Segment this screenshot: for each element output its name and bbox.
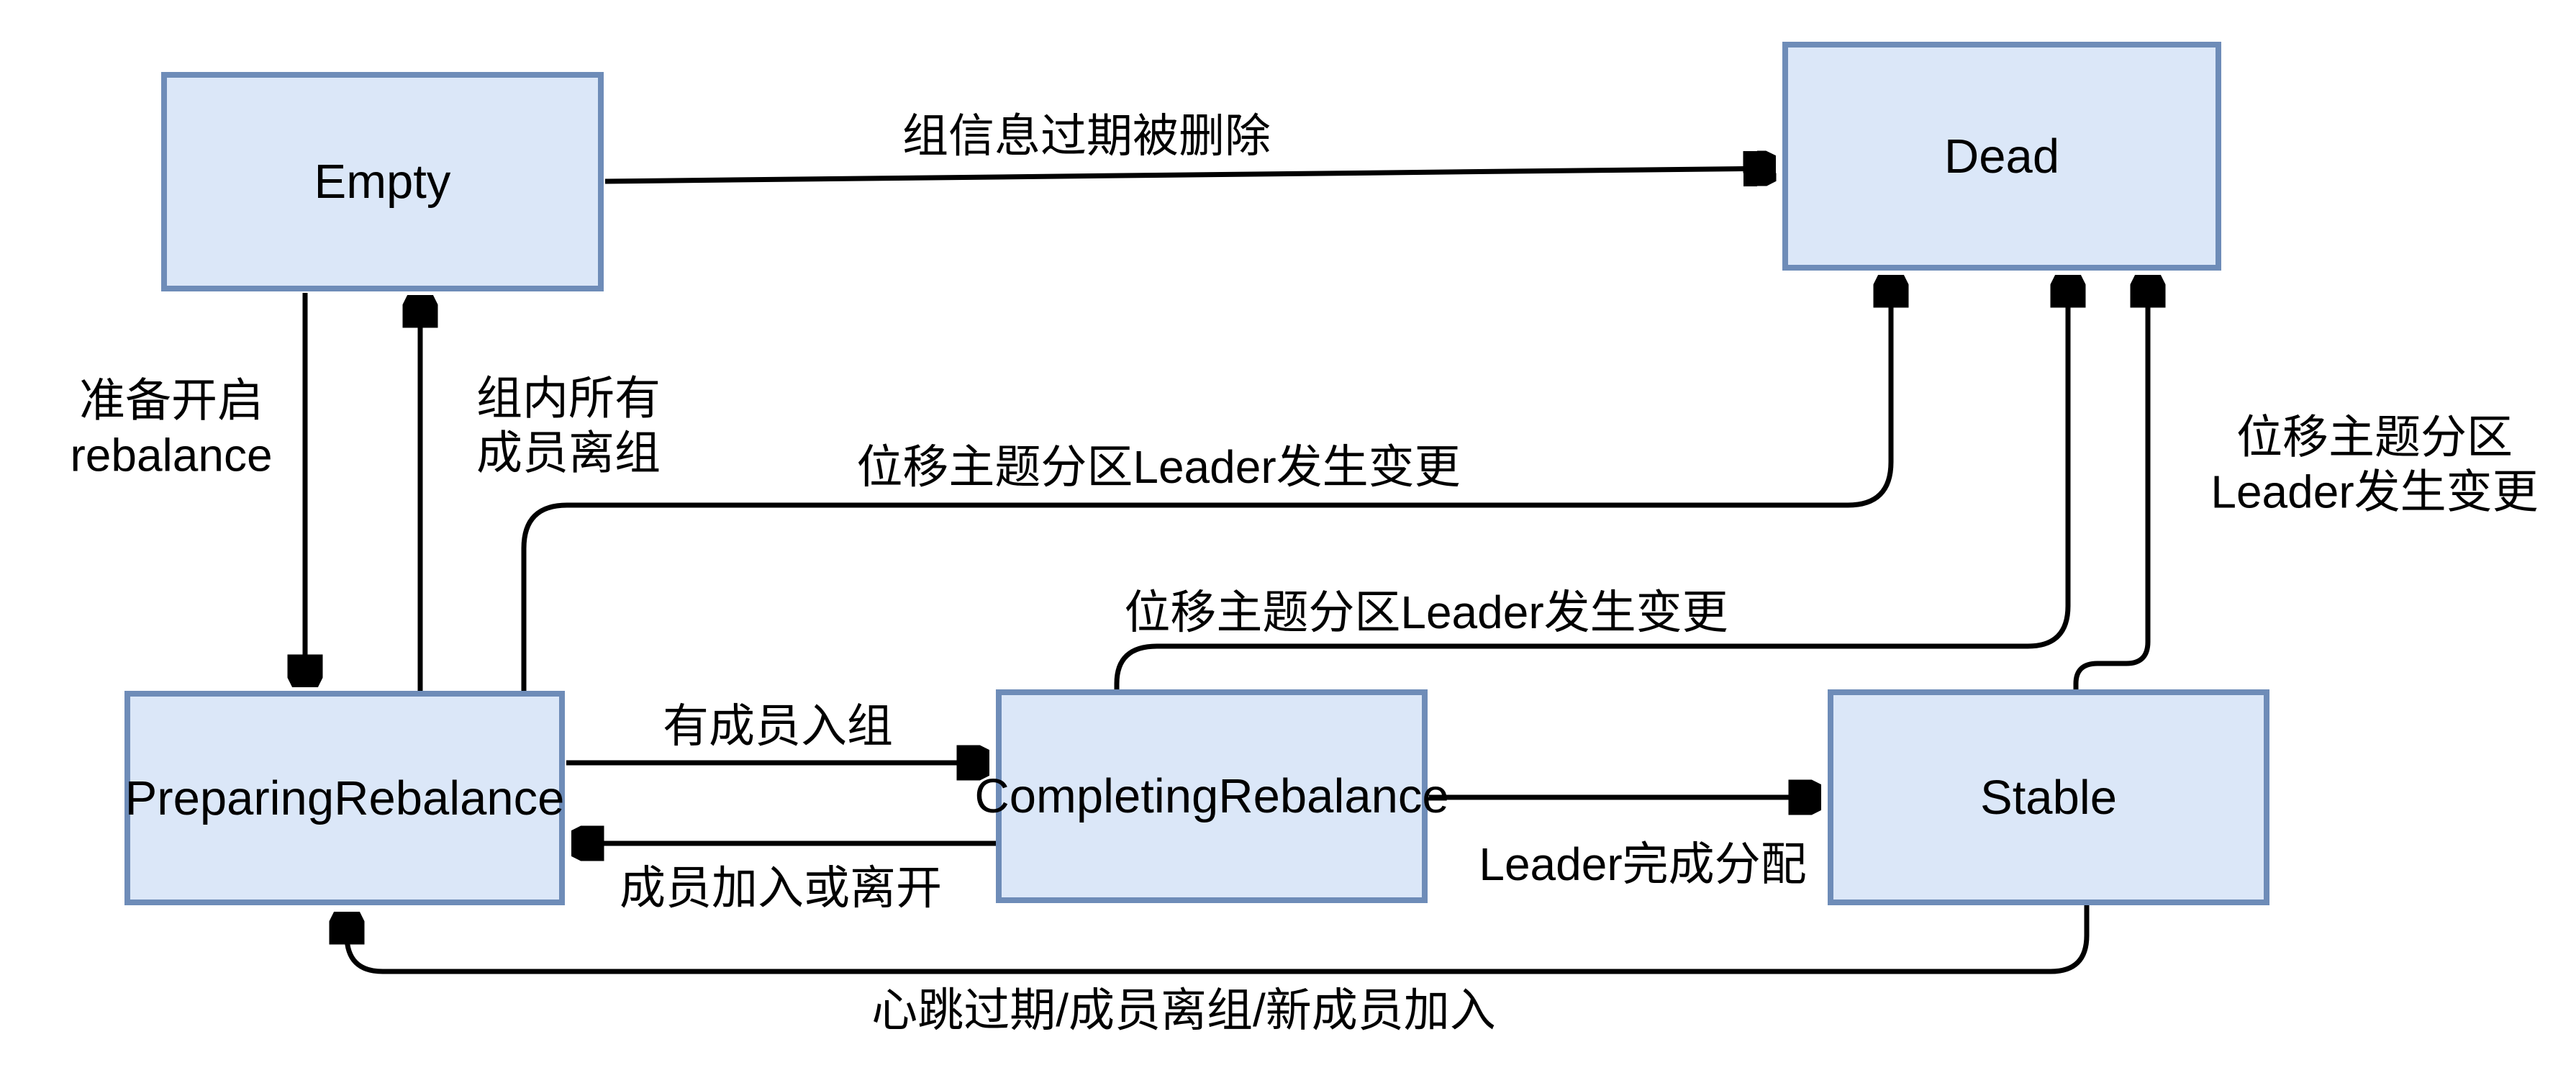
edge-label-stable-to-dead: 位移主题分区 Leader发生变更 — [2210, 410, 2538, 519]
state-node-completing-rebalance: CompletingRebalance — [974, 689, 1449, 903]
edge-label-completing-to-preparing: 成员加入或离开 — [620, 862, 942, 915]
edge-label-preparing-to-empty-line1: 组内所有 — [476, 372, 661, 425]
edge-stable-to-dead-line — [2073, 277, 2148, 689]
state-label-completing-rebalance: CompletingRebalance — [974, 769, 1449, 823]
edge-label-stable-to-dead-line1: 位移主题分区 — [2236, 411, 2513, 463]
state-label-stable: Stable — [1980, 770, 2117, 825]
edge-label-empty-to-preparing-line2: rebalance — [70, 429, 273, 481]
edge-completing-to-dead-line — [1114, 277, 2068, 689]
state-label-dead: Dead — [1944, 129, 2060, 183]
edge-preparing-to-dead-line — [521, 277, 1891, 691]
edge-label-empty-to-dead: 组信息过期被删除 — [902, 110, 1271, 163]
state-node-empty: Empty — [161, 72, 604, 291]
state-node-stable: Stable — [1828, 689, 2269, 905]
edge-label-stable-to-preparing: 心跳过期/成员离组/新成员加入 — [871, 984, 1496, 1037]
state-node-dead: Dead — [1782, 42, 2221, 271]
edge-label-empty-to-preparing: 准备开启 rebalance — [70, 373, 272, 482]
edge-label-preparing-to-empty-line2: 成员离组 — [476, 427, 661, 479]
state-label-empty: Empty — [314, 155, 451, 209]
edge-label-preparing-to-completing: 有成员入组 — [663, 700, 893, 753]
edge-label-stable-to-dead-line2: Leader发生变更 — [2210, 466, 2539, 517]
state-node-preparing-rebalance: PreparingRebalance — [124, 691, 565, 905]
state-label-preparing-rebalance: PreparingRebalance — [124, 771, 565, 825]
edge-label-empty-to-preparing-line1: 准备开启 — [79, 374, 263, 427]
edge-stable-to-preparing-line — [347, 905, 2090, 974]
edge-label-preparing-to-empty: 组内所有 成员离组 — [476, 371, 661, 480]
edge-empty-to-dead-line — [604, 168, 1774, 181]
edge-label-completing-to-stable: Leader完成分配 — [1479, 838, 1807, 891]
edge-label-completing-to-dead: 位移主题分区Leader发生变更 — [1124, 586, 1728, 639]
edge-label-preparing-to-dead: 位移主题分区Leader发生变更 — [856, 441, 1461, 494]
